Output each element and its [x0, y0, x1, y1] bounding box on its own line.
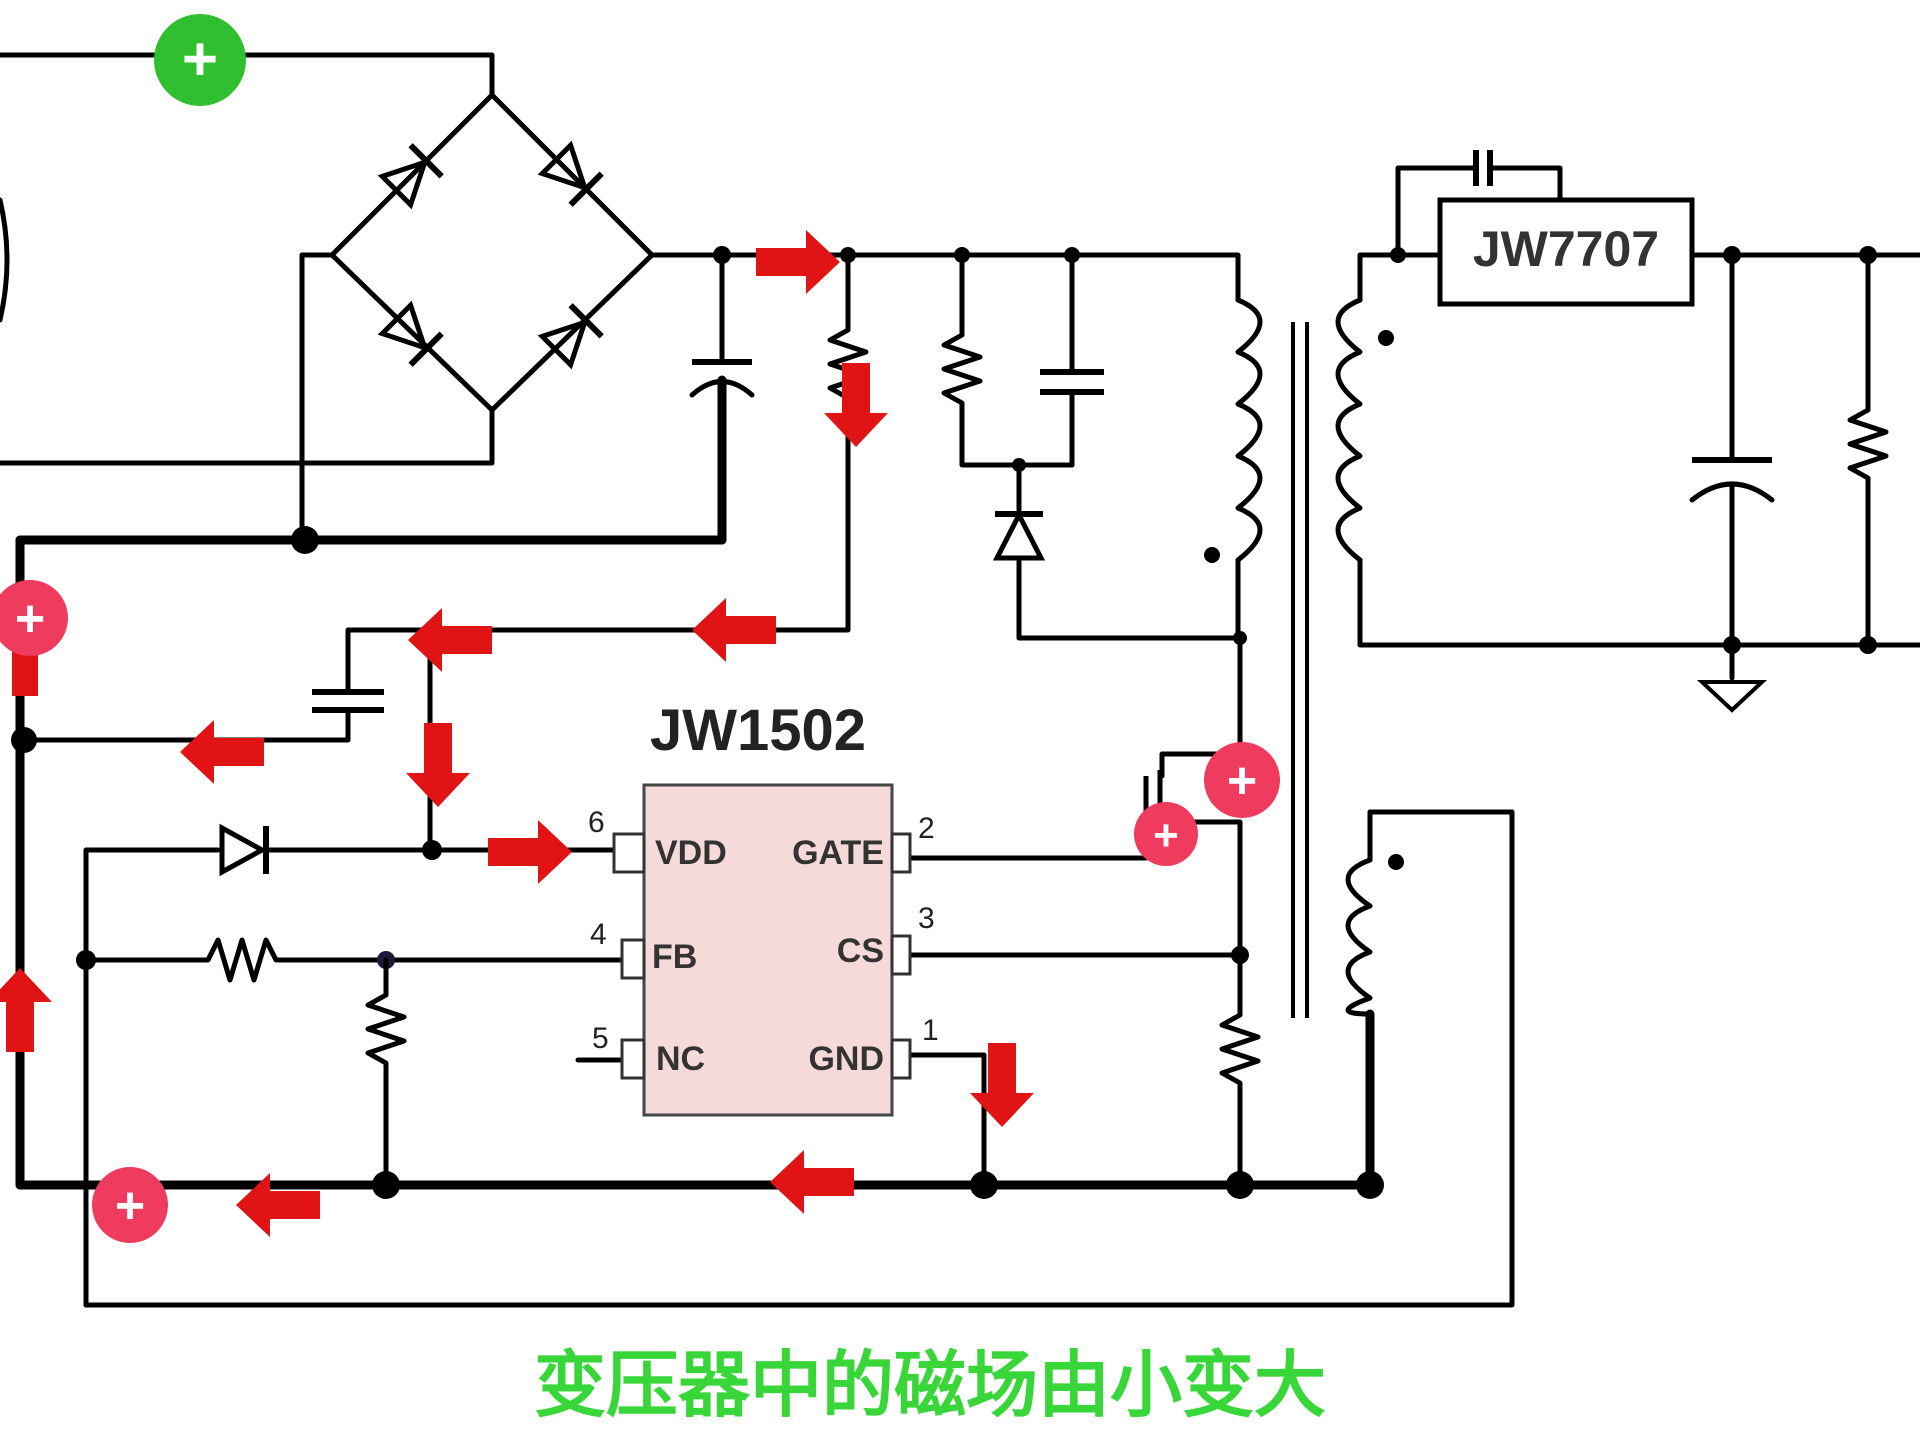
gnd-pin-wire [902, 1052, 987, 1188]
current-arrow [692, 598, 776, 662]
positive-marker: + [0, 580, 68, 656]
pin-nc-label: NC [656, 1040, 705, 1078]
pin-cs-label: CS [837, 932, 884, 970]
pin-fb-label: FB [652, 938, 697, 976]
current-arrow [406, 723, 470, 807]
junction-dot [291, 526, 319, 554]
current-arrow [408, 608, 492, 672]
svg-text:+: + [182, 25, 218, 94]
current-arrow [0, 968, 52, 1052]
jw7707-box [1437, 197, 1695, 307]
fb-divider [76, 937, 628, 1188]
current-arrow [756, 230, 840, 294]
svg-text:+: + [1227, 752, 1257, 810]
dot-marker [1204, 547, 1220, 563]
svg-text:+: + [115, 1177, 145, 1235]
jw1502-label: JW1502 [650, 698, 866, 763]
aux-loop [83, 809, 1515, 1308]
bulk-capacitor [689, 252, 755, 545]
current-arrow [824, 363, 888, 447]
secondary-output: JW7707 [1357, 150, 1920, 713]
svg-text:+: + [15, 590, 45, 648]
positive-marker: + [1204, 742, 1280, 818]
jw1502-body [642, 783, 894, 1117]
startup-resistor [757, 252, 869, 633]
caption-text: 变压器中的磁场由小变大 [534, 1346, 1326, 1426]
ground-symbol [1696, 680, 1768, 713]
junction-dot [372, 1171, 400, 1199]
power-mosfet [902, 635, 1249, 964]
current-arrow [488, 820, 572, 884]
pin-nc-number: 5 [592, 1022, 609, 1055]
pin-gnd-number: 1 [922, 1014, 939, 1047]
pin-cs-number: 3 [918, 902, 935, 935]
current-sense-resistor [1219, 952, 1261, 1188]
pin-gate-number: 2 [918, 812, 935, 845]
ac-input-wiring [0, 52, 495, 466]
positive-marker: + [92, 1167, 168, 1243]
positive-marker: + [1134, 802, 1198, 866]
hv-rail [719, 252, 1241, 303]
pin-vdd-number: 6 [588, 806, 605, 839]
bridge-rectifier [299, 92, 725, 543]
aux-diode [83, 823, 435, 1308]
pin-vdd-label: VDD [655, 834, 727, 872]
pin-gnd-label: GND [808, 1040, 884, 1078]
pin-gate-label: GATE [792, 834, 884, 872]
flyback-transformer [1204, 297, 1404, 1018]
pin-fb-number: 4 [590, 918, 607, 951]
jw1502-controller: JW1502 VDD FB NC GATE CS GND 6 4 5 2 3 1 [588, 698, 939, 1117]
current-arrow [770, 1150, 854, 1214]
dot-marker [1378, 330, 1394, 346]
input-polarity-marker: + [154, 14, 246, 106]
current-arrow [180, 720, 264, 784]
svg-text:+: + [1153, 811, 1179, 860]
dot-marker [1388, 854, 1404, 870]
junction-dot [713, 246, 731, 264]
rcd-snubber [941, 252, 1247, 645]
jw7707-label: JW7707 [1473, 221, 1659, 277]
